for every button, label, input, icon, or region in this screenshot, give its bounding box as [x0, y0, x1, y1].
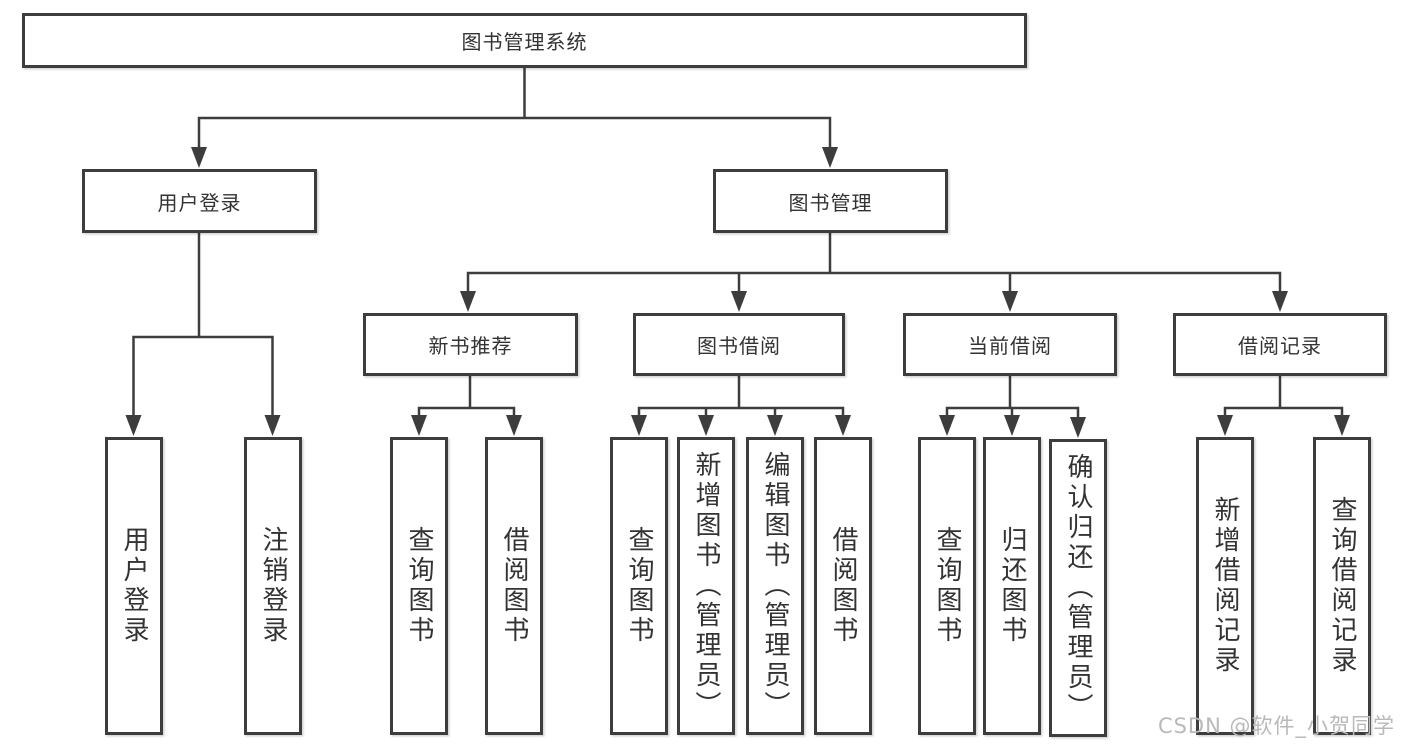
leaf-label: 查询图书 — [932, 526, 962, 646]
leaf-label: 查询图书 — [404, 526, 434, 646]
leaf-query-borrow-record: 查询借阅记录 — [1313, 437, 1371, 735]
node-borrowing-records: 借阅记录 — [1173, 313, 1387, 376]
node-label: 当前借阅 — [968, 334, 1052, 358]
leaf-label: 借阅图书 — [499, 526, 529, 646]
leaf-label: 借阅图书 — [828, 526, 858, 646]
node-label: 图书管理系统 — [461, 30, 588, 54]
leaf-add-books-admin: 新增图书（管理员） — [677, 437, 735, 735]
node-new-book-recommendation: 新书推荐 — [363, 313, 578, 376]
node-user-login: 用户登录 — [82, 169, 317, 233]
node-label: 借阅记录 — [1238, 334, 1322, 358]
node-book-management: 图书管理 — [713, 169, 948, 233]
leaf-borrow-books-recommend: 借阅图书 — [485, 437, 543, 735]
csdn-watermark: CSDN @软件_小贺同学 — [1157, 714, 1395, 738]
leaf-label: 确认归还（管理员） — [1063, 453, 1093, 723]
leaf-label: 编辑图书（管理员） — [760, 451, 790, 721]
node-label: 图书借阅 — [697, 334, 781, 358]
leaf-add-borrow-record: 新增借阅记录 — [1196, 437, 1254, 735]
leaf-confirm-return-admin: 确认归还（管理员） — [1049, 439, 1107, 737]
leaf-query-books-borrow: 查询图书 — [610, 437, 668, 735]
leaf-label: 归还图书 — [997, 526, 1027, 646]
leaf-label: 用户登录 — [119, 526, 149, 646]
node-label: 图书管理 — [788, 190, 873, 215]
leaf-borrow-books: 借阅图书 — [814, 437, 872, 735]
node-current-borrowing: 当前借阅 — [903, 313, 1117, 376]
arrowheads — [125, 147, 1350, 438]
node-label: 用户登录 — [157, 190, 242, 215]
connector-edges — [132, 68, 1344, 420]
leaf-query-books-recommend: 查询图书 — [390, 437, 448, 735]
node-library-management-system: 图书管理系统 — [22, 13, 1027, 68]
leaf-return-books: 归还图书 — [983, 437, 1041, 735]
node-label: 新书推荐 — [428, 334, 513, 358]
leaf-label: 注销登录 — [258, 526, 288, 646]
leaf-label: 新增图书（管理员） — [691, 451, 721, 721]
node-book-borrowing: 图书借阅 — [633, 313, 845, 376]
leaf-edit-books-admin: 编辑图书（管理员） — [746, 437, 804, 735]
leaf-user-login: 用户登录 — [105, 437, 163, 735]
leaf-query-books-current: 查询图书 — [918, 437, 976, 735]
leaf-label: 查询图书 — [624, 526, 654, 646]
leaf-label: 查询借阅记录 — [1327, 496, 1357, 676]
leaf-logout: 注销登录 — [244, 437, 302, 735]
leaf-label: 新增借阅记录 — [1210, 496, 1240, 676]
